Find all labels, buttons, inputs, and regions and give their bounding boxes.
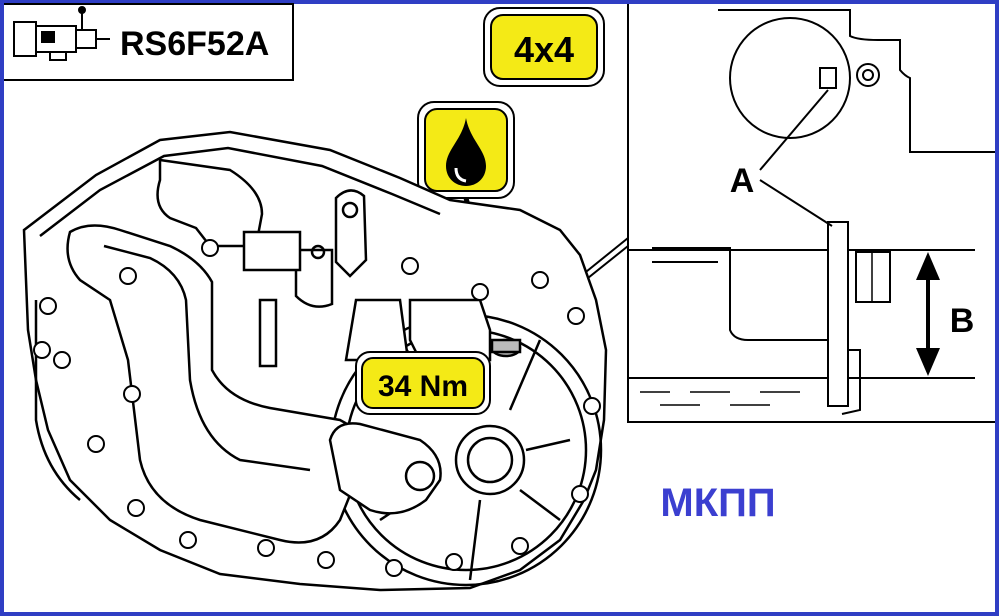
level-detail-box: A B [627,4,995,423]
gearbox-housing [22,130,608,592]
drive-badge-label: 4x4 [514,29,574,70]
torque-badge-label: 34 Nm [378,370,468,403]
label-a: A [730,162,755,200]
torque-badge: 34 Nm [355,351,491,415]
model-header: RS6F52A [4,3,294,81]
label-b: B [950,302,975,340]
gearbox-icon [13,6,110,61]
drive-badge: 4x4 [483,7,605,87]
transmission-caption: МКПП [660,481,775,525]
oil-badge [417,101,515,199]
housing-bolts [33,239,601,577]
model-code-label: RS6F52A [120,25,269,63]
